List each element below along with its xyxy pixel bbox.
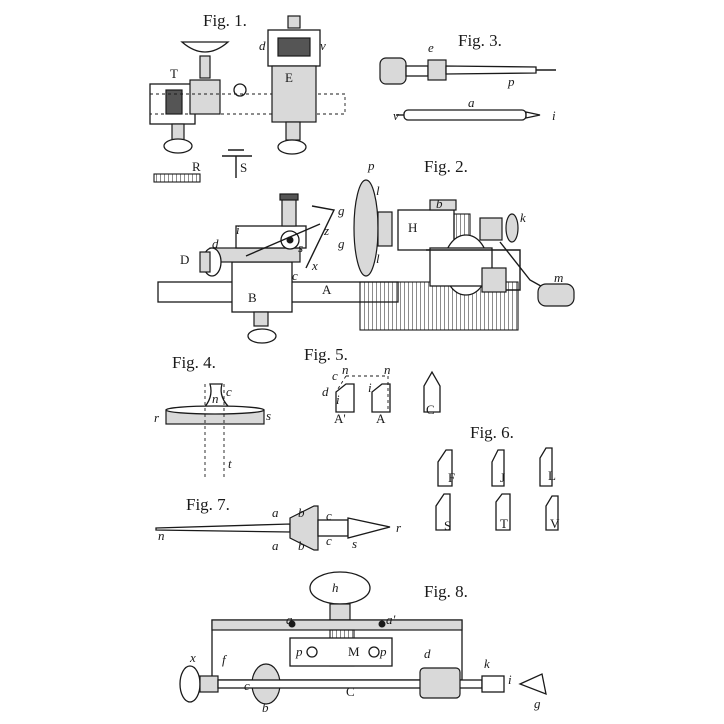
fig2-label-s: s [298, 240, 303, 255]
fig6-tool-T: T [500, 516, 508, 531]
fig2-label-k: k [520, 210, 526, 225]
fig7-label-r: r [396, 520, 402, 535]
fig6-tool-V: V [550, 516, 560, 531]
fig8-label-p2: p [379, 644, 387, 659]
fig7-label-b: b [298, 505, 305, 520]
fig4-label-c: c [226, 384, 232, 399]
fig6-tool-J: J [500, 470, 505, 485]
fig4-drawing: Fig. 4. c n r s t [154, 353, 271, 480]
fig4-label-t: t [228, 456, 232, 471]
fig8-label-g: g [534, 696, 541, 711]
fig1-label-E: E [285, 70, 293, 85]
fig2-title: Fig. 2. [424, 157, 468, 176]
fig6-tool-S: S [444, 518, 451, 533]
fig2-drawing: Fig. 2. p l l b [157, 157, 575, 344]
fig1-drawing: Fig. 1. T E d v R S [149, 11, 346, 183]
fig2-label-m: m [554, 270, 563, 285]
fig6-drawing: Fig. 6. F J L S T V [435, 423, 560, 533]
fig2-label-l2: l [376, 251, 380, 266]
fig7-label-a2: a [272, 538, 279, 553]
fig8-label-b: b [262, 700, 269, 715]
fig5-label-i: i [336, 392, 340, 407]
fig2-label-p: p [367, 158, 375, 173]
fig1-label-S: S [240, 160, 247, 175]
fig5-label-d: d [322, 384, 329, 399]
fig8-label-C: C [346, 684, 355, 699]
fig1-label-R: R [192, 159, 201, 174]
fig4-label-s: s [266, 408, 271, 423]
fig7-label-c: c [326, 508, 332, 523]
fig1-label-d: d [259, 38, 266, 53]
fig7-label-a: a [272, 505, 279, 520]
fig3-label-a: a [468, 95, 475, 110]
fig2-label-D: D [180, 252, 189, 267]
fig3-drawing: Fig. 3. e p a v i [379, 31, 556, 123]
fig3-label-e: e [428, 40, 434, 55]
fig4-label-n: n [212, 391, 219, 406]
fig5-label-n: n [342, 362, 349, 377]
fig2-label-b: b [436, 196, 443, 211]
fig8-label-a1: a' [386, 612, 396, 627]
fig1-label-T: T [170, 66, 178, 81]
fig5-label-A1: A' [334, 411, 346, 426]
fig1-label-v: v [320, 38, 326, 53]
fig8-label-a: a [286, 612, 293, 627]
fig2-label-H: H [408, 220, 417, 235]
fig2-label-x: x [311, 258, 318, 273]
fig2-label-l: l [376, 183, 380, 198]
fig2-label-A: A [322, 282, 332, 297]
fig6-tool-F: F [448, 470, 455, 485]
fig5-label-C: C [426, 402, 435, 417]
fig2-label-z: z [323, 223, 329, 238]
fig2-label-d: d [212, 236, 219, 251]
fig8-title: Fig. 8. [424, 582, 468, 601]
fig2-label-g: g [338, 203, 345, 218]
fig3-label-i: i [552, 108, 556, 123]
fig8-label-c: c [244, 678, 250, 693]
fig2-label-i: i [236, 222, 240, 237]
fig8-label-d: d [424, 646, 431, 661]
fig7-label-n: n [158, 528, 165, 543]
fig8-drawing: Fig. 8. h a a' p M p d f x c b C k i g [179, 571, 547, 715]
fig3-label-p: p [507, 74, 515, 89]
fig5-title: Fig. 5. [304, 345, 348, 364]
fig2-label-g2: g [338, 236, 345, 251]
fig6-tool-L: L [548, 468, 556, 483]
fig4-title: Fig. 4. [172, 353, 216, 372]
fig8-label-h: h [332, 580, 339, 595]
fig4-label-r: r [154, 410, 160, 425]
fig6-title: Fig. 6. [470, 423, 514, 442]
fig2-label-B: B [248, 290, 257, 305]
fig7-drawing: Fig. 7. n a a b b c c r s [155, 495, 402, 553]
fig7-title: Fig. 7. [186, 495, 230, 514]
fig8-label-f: f [222, 652, 228, 667]
fig8-label-i: i [508, 672, 512, 687]
fig8-label-k: k [484, 656, 490, 671]
fig7-label-c2: c [326, 533, 332, 548]
fig1-title: Fig. 1. [203, 11, 247, 30]
fig8-label-x: x [189, 650, 196, 665]
fig8-label-p: p [295, 644, 303, 659]
fig3-label-v: v [393, 108, 399, 123]
fig5-drawing: Fig. 5. c n n d i i A' A C [304, 345, 441, 426]
fig2-label-c: c [292, 268, 298, 283]
fig7-label-b2: b [298, 538, 305, 553]
fig5-label-A: A [376, 411, 386, 426]
fig8-label-M: M [348, 644, 360, 659]
fig5-label-c: c [332, 368, 338, 383]
fig7-label-s: s [352, 536, 357, 551]
fig5-label-n2: n [384, 362, 391, 377]
fig5-label-i2: i [368, 380, 372, 395]
fig3-title: Fig. 3. [458, 31, 502, 50]
